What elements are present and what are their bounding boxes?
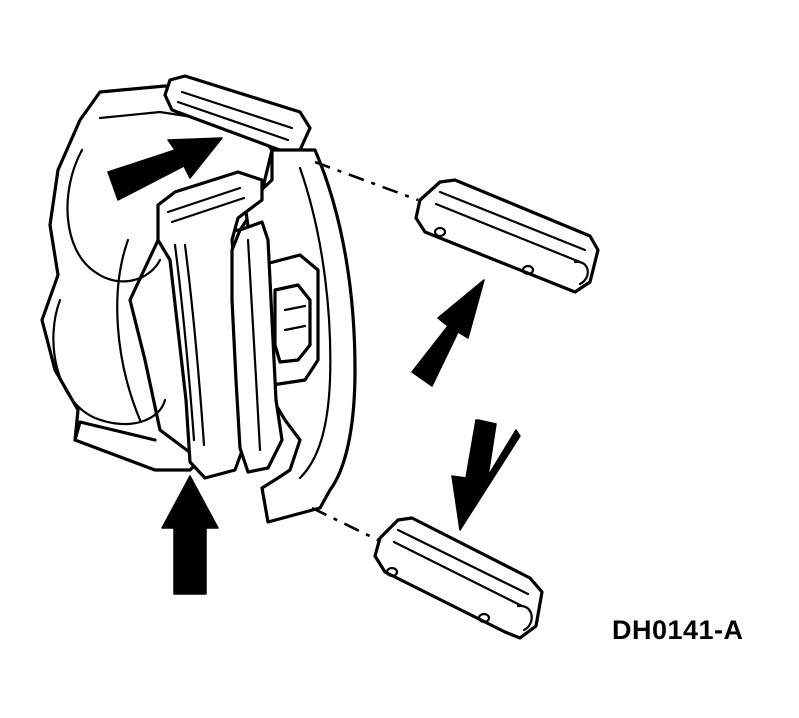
anti-rattle-clip-lower-body <box>373 516 544 640</box>
clip-lower-groove-2 <box>392 540 524 608</box>
slide-pin-line <box>283 304 307 312</box>
caliper-body-edge <box>116 238 142 422</box>
brake-pad-outer-edge <box>173 243 196 442</box>
caliper-piston-bulge-upper <box>66 148 162 283</box>
anchor-ear-lower <box>73 420 157 442</box>
anti-rattle-clip-upper <box>414 178 600 294</box>
arrow-icon-clip-lower-down <box>451 419 521 531</box>
anchor-rail-groove <box>180 90 294 130</box>
caliper-assembly <box>40 74 357 524</box>
anti-rattle-clip-upper-body <box>414 178 600 294</box>
brake-pad-outer-edge-2 <box>183 243 206 447</box>
brake-pad-outer-lining <box>166 186 246 224</box>
bracket-inner-curve <box>298 166 332 480</box>
brake-pad-inner <box>230 220 284 474</box>
figure-id-label: DH0141-A <box>612 615 744 645</box>
arrow-icon-caliper-top <box>107 137 223 201</box>
slide-pin-boss <box>273 283 312 364</box>
clip-upper-hole-right <box>521 264 535 276</box>
clip-lower-groove-1 <box>396 528 530 596</box>
slide-pin-line-2 <box>283 324 307 332</box>
clip-lower-end-curl <box>516 604 533 632</box>
arrow-icon-clip-upper-up <box>411 279 485 387</box>
brake-pad-inner-edge <box>246 238 262 452</box>
alignment-line-lower <box>311 506 379 542</box>
caliper-piston-bulge-lower <box>52 298 167 426</box>
anchor-rail-groove-2 <box>176 100 290 142</box>
anti-rattle-clip-lower <box>373 516 544 640</box>
clip-upper-hole-left <box>433 226 447 238</box>
clip-upper-end-curl <box>573 260 589 286</box>
clip-upper-groove-1 <box>438 190 587 252</box>
arrow-icon-pad-bottom <box>161 475 219 595</box>
clip-upper-groove-2 <box>434 202 582 264</box>
clip-lower-hole-left <box>385 566 399 578</box>
clip-lower-hole-right <box>477 612 491 624</box>
